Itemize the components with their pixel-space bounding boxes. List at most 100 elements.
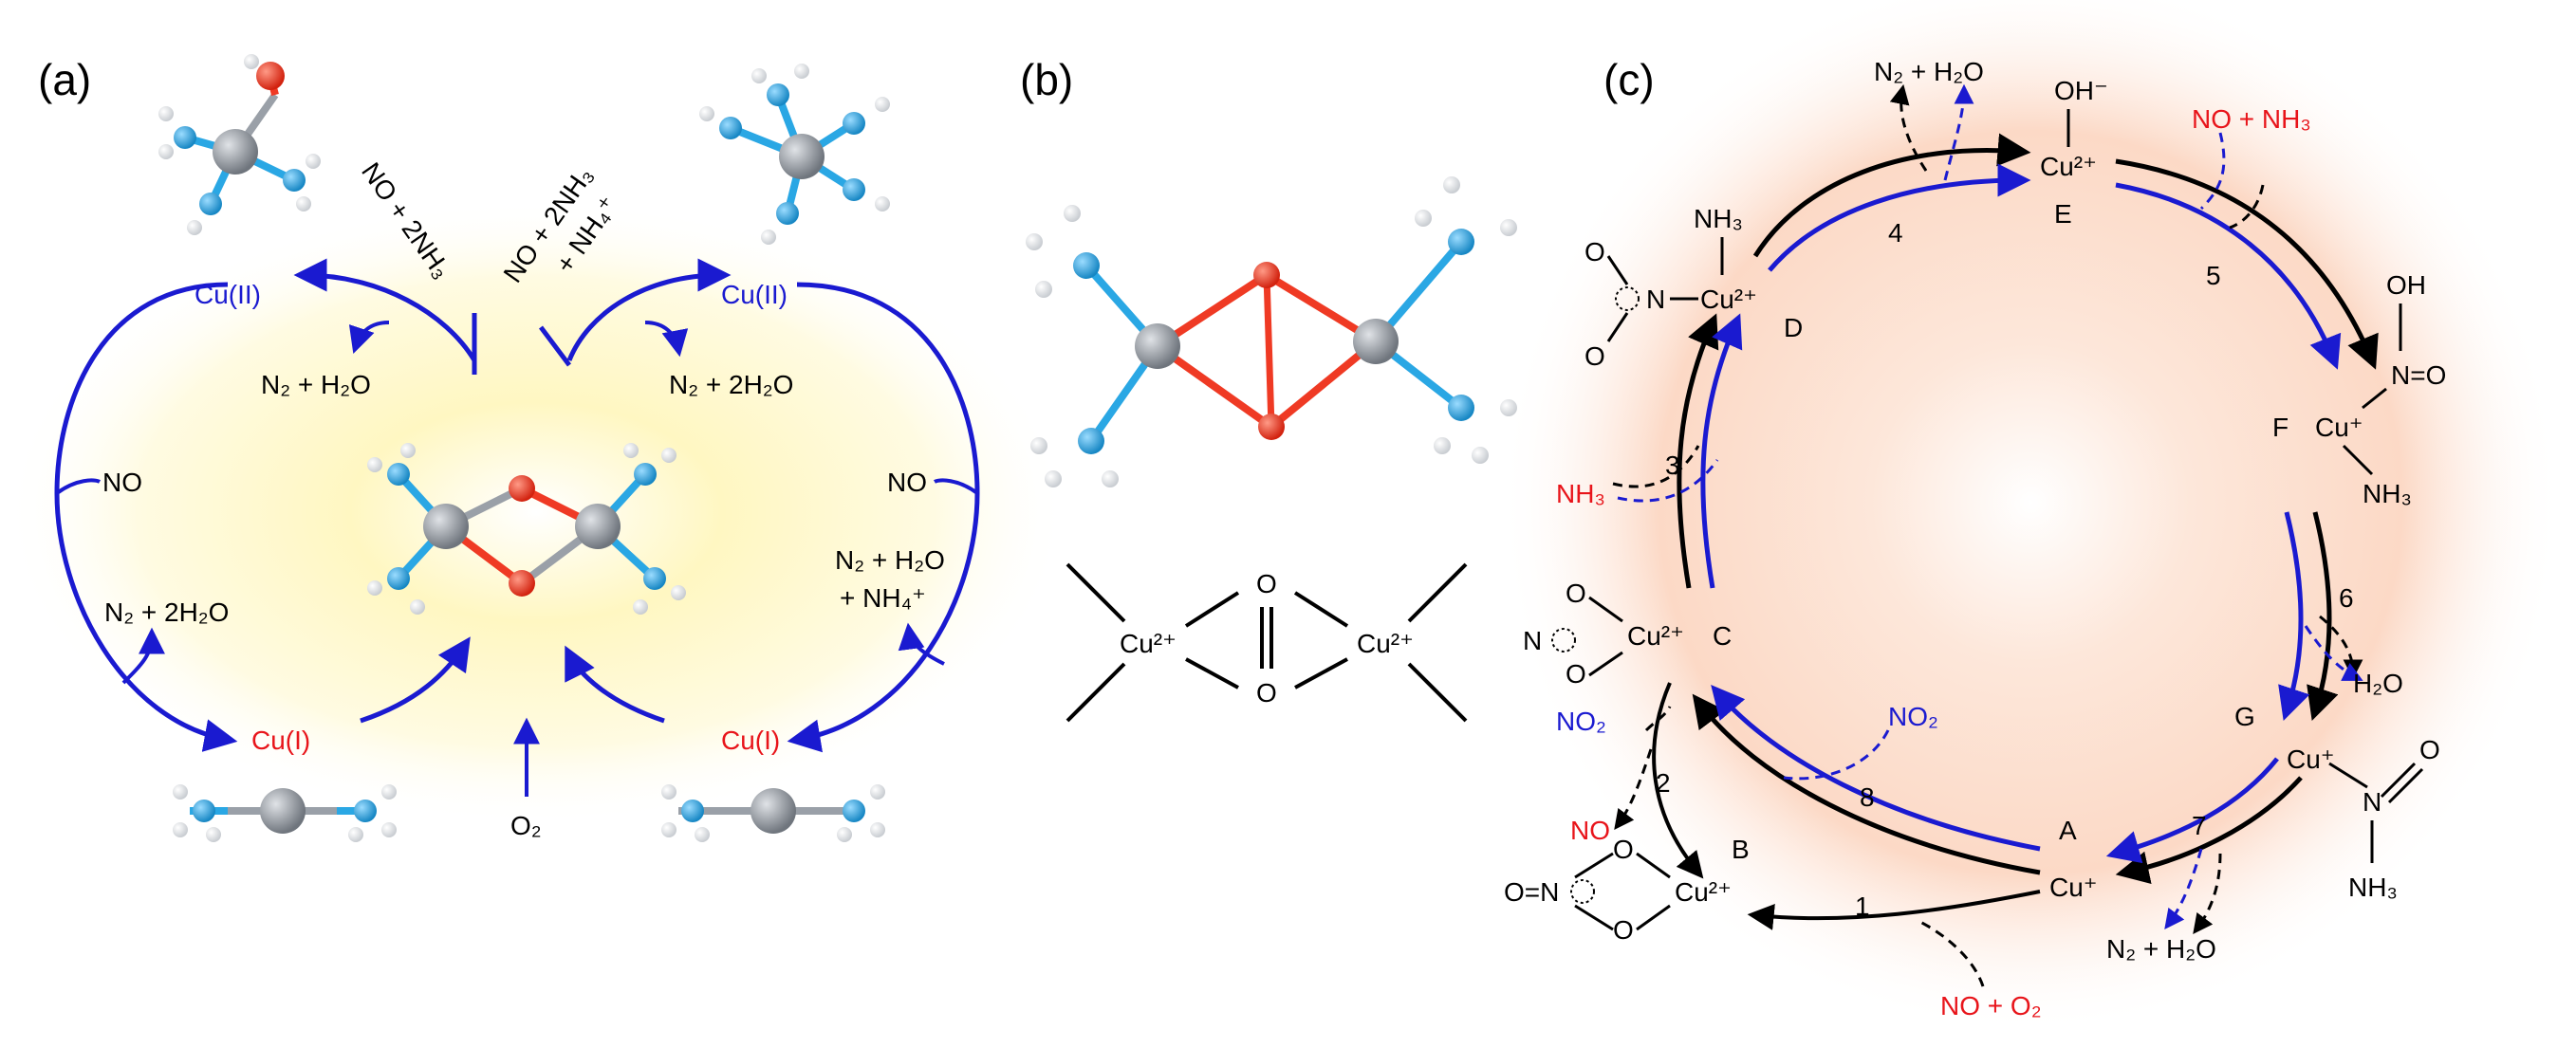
species-c-letter: C	[1713, 621, 1732, 651]
cu2-left-label: Cu(II)	[195, 280, 261, 309]
o-top-label-b: O	[1256, 569, 1277, 598]
species-b-o2: O	[1613, 915, 1634, 945]
arc-step8-black	[1692, 693, 2041, 875]
species-d: NH₃ O O N Cu²⁺ D	[1585, 204, 1803, 371]
panel-a: (a) Cu(II) Cu(II) Cu(I) Cu(I) NO + 2NH₃ …	[5, 54, 1067, 842]
arrow-left-top	[293, 258, 477, 362]
step-6: 6	[2339, 583, 2354, 613]
species-no-o2: NO + O₂	[1940, 991, 2042, 1020]
product-right-top: N₂ + 2H₂O	[669, 370, 793, 399]
step-7: 7	[2192, 811, 2207, 840]
arc-step4-blue	[1768, 163, 2031, 272]
species-e-cu: Cu²⁺	[2040, 152, 2097, 181]
step-4: 4	[1888, 218, 1903, 248]
product-left-top: N₂ + H₂O	[261, 370, 371, 399]
species-g-n: N	[2363, 787, 2381, 817]
panel-b-label: (b)	[1020, 55, 1073, 104]
species-g: G Cu⁺ N O NH₃	[2234, 702, 2440, 902]
species-no-left: NO	[1570, 816, 1610, 845]
panel-c-label: (c)	[1603, 55, 1655, 104]
species-h2o: H₂O	[2353, 669, 2403, 698]
arc-step2	[1652, 682, 1704, 879]
species-b-cu: Cu²⁺	[1675, 877, 1732, 907]
arrow-left-outer	[54, 282, 238, 752]
species-f-oh: OH	[2386, 270, 2426, 300]
arrow-right-product-bottom	[898, 622, 945, 666]
species-n2-h2o-top: N₂ + H₂O	[1874, 57, 1984, 86]
step-3: 3	[1665, 450, 1680, 480]
species-d-letter: D	[1784, 313, 1803, 342]
species-d-cu: Cu²⁺	[1700, 285, 1757, 314]
panel-c: (c) 1 2 3 4 5 6	[1499, 0, 2562, 1034]
step-5: 5	[2206, 261, 2221, 290]
step-8: 8	[1860, 782, 1875, 812]
arrow-right-bottom	[565, 645, 665, 724]
species-c-n: N	[1523, 626, 1542, 655]
dash-step2-reactant	[1644, 706, 1672, 732]
species-c-o1: O	[1566, 579, 1586, 608]
arrow-right-top	[566, 258, 732, 361]
panel-a-label: (a)	[38, 55, 91, 104]
panel-a-glow	[5, 199, 1067, 825]
molecule-a-bottom-right	[661, 784, 885, 842]
no-right-label: NO	[887, 468, 927, 497]
arc-step1	[1747, 890, 2041, 930]
arrow-right-top-product	[644, 321, 689, 358]
species-b: O=N O O Cu²⁺ B	[1504, 835, 1750, 945]
species-a-letter: A	[2059, 816, 2077, 845]
species-f-letter: F	[2272, 413, 2289, 442]
dash-step5-black	[2229, 184, 2265, 230]
species-c-cu: Cu²⁺	[1627, 621, 1684, 651]
species-b-n: O=N	[1504, 877, 1559, 907]
species-f-cu: Cu⁺	[2315, 413, 2363, 442]
step-2: 2	[1656, 768, 1671, 798]
species-no2-left: NO₂	[1556, 707, 1606, 736]
arc-step4-black	[1752, 133, 2031, 258]
species-c: N O O Cu²⁺ C	[1523, 579, 1732, 689]
species-d-o2: O	[1585, 341, 1605, 371]
species-g-cu: Cu⁺	[2287, 745, 2335, 774]
product-right-bottom-2: + NH₄⁺	[840, 583, 926, 613]
cu-left-label-b: Cu²⁺	[1120, 629, 1177, 658]
panel-b: (b)	[1020, 55, 1517, 723]
species-a: A Cu⁺	[2049, 816, 2098, 902]
o-bottom-label-b: O	[1256, 678, 1277, 708]
arc-step3-blue	[1700, 313, 1743, 589]
arrow-left-bottom	[360, 636, 471, 724]
species-f: OH N=O Cu⁺ F NH₃	[2272, 270, 2446, 508]
product-left-bottom: N₂ + 2H₂O	[104, 598, 229, 627]
cu1-left-label: Cu(I)	[251, 726, 310, 755]
species-b-o1: O	[1613, 835, 1634, 864]
dash-step2-product	[1614, 748, 1653, 831]
cu-right-label-b: Cu²⁺	[1357, 629, 1414, 658]
arc-step7-black	[2115, 776, 2303, 884]
species-nh3-left: NH₃	[1556, 479, 1605, 508]
arrow-right-top-stop	[539, 325, 571, 367]
species-d-o1: O	[1585, 237, 1605, 267]
arc-step7-blue	[2105, 757, 2279, 864]
dash-step7-black	[2193, 853, 2222, 935]
species-g-o: O	[2419, 735, 2440, 764]
molecule-a-bottom-left	[173, 784, 397, 842]
species-d-n: N	[1646, 285, 1665, 314]
step-1: 1	[1855, 892, 1870, 921]
species-f-no: N=O	[2391, 360, 2446, 390]
dash-step1	[1916, 918, 1985, 987]
species-a-cu: Cu⁺	[2049, 873, 2098, 902]
species-n2-h2o-bottom: N₂ + H₂O	[2106, 934, 2216, 964]
species-b-letter: B	[1732, 835, 1750, 864]
structure-b-line-drawing: Cu²⁺ Cu²⁺ O O	[1066, 562, 1468, 723]
species-e-letter: E	[2054, 199, 2072, 229]
molecule-a-center	[367, 443, 686, 615]
species-f-nh3: NH₃	[2363, 479, 2412, 508]
species-d-nh3: NH₃	[1694, 204, 1743, 233]
dash-step3-black	[1612, 445, 1700, 488]
molecule-a-top-right	[699, 64, 890, 245]
arc-step5-black	[2115, 158, 2379, 370]
arrow-left-no	[55, 478, 102, 495]
arrow-left-top-product	[348, 321, 390, 354]
molecule-b-peroxo	[1026, 176, 1517, 487]
arc-step3-black	[1677, 313, 1719, 589]
arrow-right-no	[933, 478, 979, 495]
